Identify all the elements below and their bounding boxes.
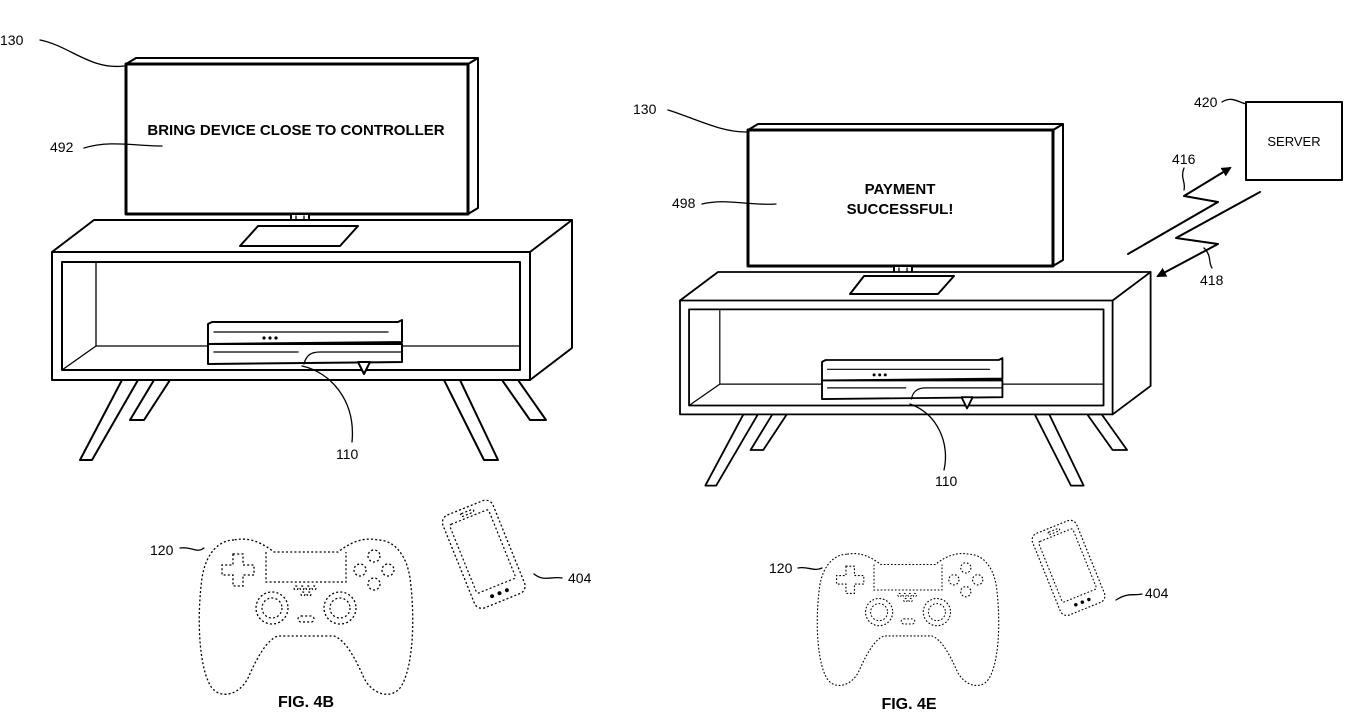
mobile-phone-e — [1029, 517, 1108, 619]
ref-label-420: 420 — [1194, 94, 1218, 110]
ref-label-492: 492 — [50, 139, 74, 155]
leader-line-110 — [301, 365, 354, 443]
screen-message-line-1: PAYMENT — [865, 181, 936, 198]
leader-line-416 — [1181, 167, 1186, 191]
server-label: SERVER — [1267, 134, 1320, 149]
ref-label-110-e: 110 — [935, 473, 958, 489]
leader-line-418 — [1203, 247, 1213, 269]
figure-caption-4e: FIG. 4E — [881, 696, 936, 713]
leader-line-120-e — [797, 566, 823, 571]
ref-label-130-e: 130 — [633, 101, 657, 117]
leader-line-130-e — [667, 109, 747, 133]
server-box — [1245, 101, 1343, 181]
television-display-e — [746, 123, 1064, 289]
mobile-phone — [439, 497, 529, 612]
ref-label-404: 404 — [568, 570, 592, 586]
tv-base-e — [849, 275, 955, 295]
leader-line-492 — [83, 143, 163, 149]
leader-line-404-e — [1115, 593, 1143, 601]
leader-line-130 — [39, 39, 125, 68]
leader-line-404 — [533, 573, 563, 579]
game-controller — [198, 538, 414, 695]
ref-label-498: 498 — [672, 195, 696, 211]
ref-label-120: 120 — [150, 542, 174, 558]
television-display — [124, 57, 479, 241]
screen-message: BRING DEVICE CLOSE TO CONTROLLER — [147, 122, 444, 139]
uplink-arrow — [1127, 166, 1232, 255]
ref-label-110: 110 — [336, 446, 359, 462]
game-controller-e — [816, 552, 1000, 687]
tv-base — [239, 225, 359, 247]
ref-label-418: 418 — [1200, 272, 1224, 288]
leader-line-420 — [1221, 98, 1247, 105]
figure-4b — [39, 39, 573, 695]
figure-caption-4b: FIG. 4B — [278, 694, 334, 711]
downlink-arrow — [1156, 191, 1261, 277]
ref-label-130: 130 — [0, 32, 24, 48]
ref-label-120-e: 120 — [769, 560, 793, 576]
leader-line-498 — [701, 201, 777, 205]
leader-line-110-e — [909, 403, 947, 471]
leader-line-120 — [179, 547, 205, 551]
screen-message-line-2: SUCCESSFUL! — [847, 201, 954, 218]
figure-4e — [667, 98, 1343, 687]
ref-label-416: 416 — [1172, 151, 1196, 167]
ref-label-404-e: 404 — [1145, 585, 1169, 601]
